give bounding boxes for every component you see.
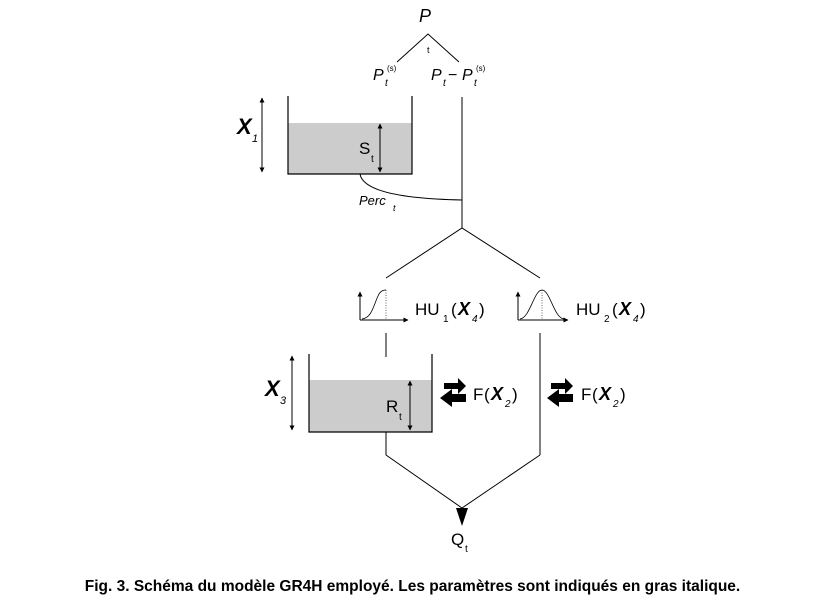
exchange-right-close-paren: ) [620, 385, 626, 404]
rain-symbol: P [419, 6, 431, 26]
uh1-close-paren: ) [479, 300, 485, 319]
exchange-arrows-right-icon [547, 378, 573, 407]
production-store-level-label: S t [359, 139, 374, 165]
net-rain-direct-symbol-b: P [462, 67, 473, 84]
exchange-left-close-paren: ) [512, 385, 518, 404]
flow-split-line [385, 227, 541, 279]
exchange-right-param-subscript: 2 [612, 399, 619, 410]
rain-subscript: t [427, 45, 430, 55]
uh2-param-symbol: X [618, 299, 632, 319]
x3-symbol: X [263, 376, 281, 401]
routing-store-level-label: R t [386, 397, 402, 423]
perc-symbol: Perc [359, 193, 386, 208]
exchange-right-open-paren: ( [592, 385, 598, 404]
uh1-param-symbol: X [457, 299, 471, 319]
routing-store-water [309, 380, 432, 432]
outflow-arrow-icon [456, 508, 468, 526]
net-rain-store-symbol: P [373, 67, 384, 84]
x1-subscript: 1 [252, 133, 258, 145]
exchange-left-name: F [473, 385, 483, 404]
outflow-merge-line [385, 454, 541, 509]
net-rain-direct-symbol-a: P [431, 67, 442, 84]
exchange-right-name: F [581, 385, 591, 404]
uh1-param-subscript: 4 [472, 314, 478, 325]
x3-subscript: 3 [280, 395, 287, 407]
uh2-label: HU 2 ( X 4 ) [576, 299, 646, 325]
net-rain-direct-superscript: (s) [476, 64, 486, 73]
exchange-arrows-left-icon [440, 378, 466, 407]
s-subscript: t [371, 154, 374, 165]
uh2-close-paren: ) [640, 300, 646, 319]
net-rain-direct-subscript-a: t [443, 78, 447, 89]
q-subscript: t [465, 544, 468, 555]
uh1-label: HU 1 ( X 4 ) [415, 299, 485, 325]
net-rain-minus-sign: − [448, 67, 457, 84]
rain-label: P t [419, 6, 431, 55]
percolation-label: Perc t [359, 193, 396, 213]
exchange-left-param-symbol: X [490, 384, 504, 404]
net-rain-store-subscript: t [385, 78, 389, 89]
production-store-tank [287, 96, 413, 175]
figure-caption: Fig. 3. Schéma du modèle GR4H employé. L… [84, 578, 741, 595]
uh2-param-subscript: 4 [633, 314, 639, 325]
production-store-water [288, 123, 412, 174]
perc-subscript: t [393, 203, 396, 213]
net-rain-store-label: P t (s) [373, 64, 397, 89]
x1-symbol: X [235, 114, 253, 139]
uh2-open-paren: ( [612, 300, 618, 319]
exchange-left-param-subscript: 2 [504, 399, 511, 410]
percolation-line [359, 173, 463, 201]
s-symbol: S [359, 139, 370, 158]
uh1-name: HU [415, 300, 440, 319]
exchange-right-label: F ( X 2 ) [581, 384, 626, 410]
net-rain-store-superscript: (s) [387, 64, 397, 73]
r-symbol: R [386, 397, 398, 416]
rain-split-line [396, 33, 460, 63]
net-rain-direct-subscript-b: t [474, 78, 478, 89]
uh1-open-paren: ( [451, 300, 457, 319]
uh2-curve-icon [515, 289, 569, 323]
uh1-curve-icon [357, 289, 409, 323]
exchange-left-label: F ( X 2 ) [473, 384, 518, 410]
exchange-left-open-paren: ( [484, 385, 490, 404]
uh1-subscript: 1 [443, 314, 449, 325]
q-symbol: Q [451, 530, 464, 549]
uh2-name: HU [576, 300, 601, 319]
r-subscript: t [399, 412, 402, 423]
routing-store-param-label: X 3 [263, 376, 287, 407]
routing-store-tank [308, 354, 433, 433]
uh2-subscript: 2 [604, 314, 610, 325]
outflow-label: Q t [451, 530, 468, 555]
exchange-right-param-symbol: X [598, 384, 612, 404]
net-rain-direct-label: P t − P t (s) [431, 64, 486, 89]
production-store-param-label: X 1 [235, 114, 258, 145]
